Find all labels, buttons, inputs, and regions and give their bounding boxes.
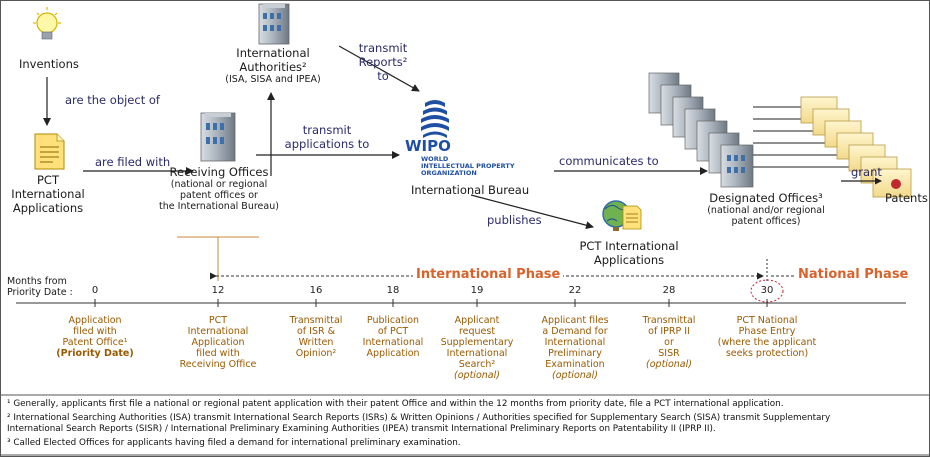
patent-certificates-icon — [800, 96, 912, 198]
footnote-2-line-2: International Search Reports (SISR) / In… — [7, 424, 716, 434]
edge-label-object-of: are the object of — [65, 93, 160, 107]
edge-label-grant: grant — [851, 165, 882, 179]
tick-month-0: 0 — [91, 285, 99, 296]
edge-label-filed-with: are filed with — [95, 155, 171, 169]
tick-month-18: 18 — [386, 285, 400, 296]
building-icon-authorities — [258, 3, 290, 45]
building-icon-receiving — [200, 112, 236, 162]
tick-month-16: 16 — [309, 285, 323, 296]
inventions-label: Inventions — [19, 57, 79, 71]
tick-month-30: 30 — [760, 285, 774, 296]
edge-label-communicates: communicates to — [559, 154, 659, 168]
designated-offices-icon — [648, 72, 754, 188]
footnote-1: ¹ Generally, applicants first file a nat… — [7, 399, 784, 409]
footnote-3: ³ Called Elected Offices for applicants … — [7, 438, 461, 448]
tick-month-22: 22 — [568, 285, 582, 296]
designated-offices-label: Designated Offices³ (national and/or reg… — [707, 191, 825, 227]
wipo-logo-icon — [421, 100, 449, 138]
arrow-bureau-to-publication — [470, 194, 594, 230]
lightbulb-icon — [33, 7, 61, 40]
international-phase-label: International Phase — [413, 267, 564, 282]
footnote-2-line-1: ² International Searching Authorities (I… — [7, 413, 831, 423]
arrow-authorities-to-bureau — [338, 45, 420, 92]
patents-label: Patents — [885, 191, 928, 205]
receiving-connector — [177, 236, 259, 281]
international-bureau-label: International Bureau — [411, 183, 530, 197]
wipo-logo-text: WIPO — [405, 137, 451, 155]
edge-label-publishes: publishes — [487, 213, 542, 227]
globe-publication-icon — [602, 200, 642, 231]
tick-month-28: 28 — [662, 285, 676, 296]
tick-month-12: 12 — [211, 285, 225, 296]
national-phase-label: National Phase — [795, 267, 912, 282]
document-icon — [34, 133, 65, 170]
flow-arrows — [43, 45, 882, 230]
tick-month-19: 19 — [470, 285, 484, 296]
